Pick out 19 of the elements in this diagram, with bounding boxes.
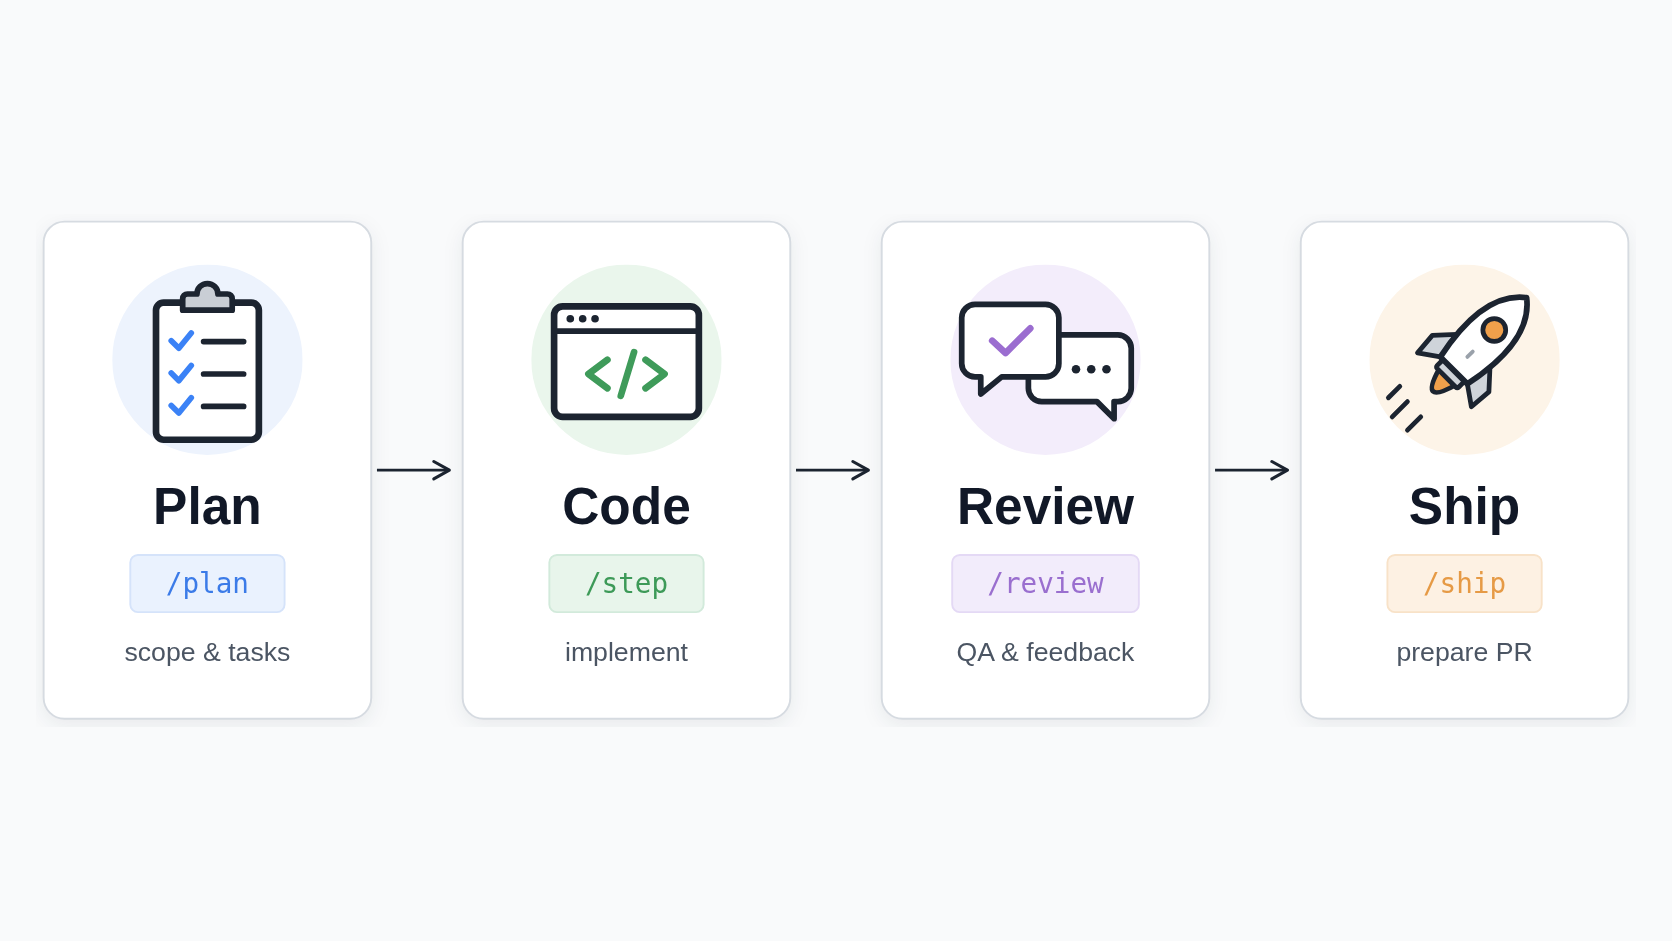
step-description: QA & feedback xyxy=(955,636,1136,669)
step-description: implement xyxy=(563,636,689,669)
step-title: Code xyxy=(561,476,692,536)
step-description: scope & tasks xyxy=(123,636,292,669)
step-title: Review xyxy=(955,476,1136,536)
step-description: prepare PR xyxy=(1395,636,1534,669)
step-title: Ship xyxy=(1407,476,1522,536)
arrow xyxy=(796,460,870,481)
command-tag: /step xyxy=(548,554,705,614)
command-tag: /ship xyxy=(1386,554,1543,614)
arrow xyxy=(376,460,451,481)
step-title: Plan xyxy=(152,476,263,536)
step-card xyxy=(42,221,373,721)
step-card xyxy=(1299,221,1630,721)
step-card xyxy=(880,221,1211,721)
command-tag: /review xyxy=(951,554,1140,614)
arrow xyxy=(1215,460,1289,481)
command-tag: /plan xyxy=(129,554,286,614)
step-card xyxy=(461,221,792,721)
